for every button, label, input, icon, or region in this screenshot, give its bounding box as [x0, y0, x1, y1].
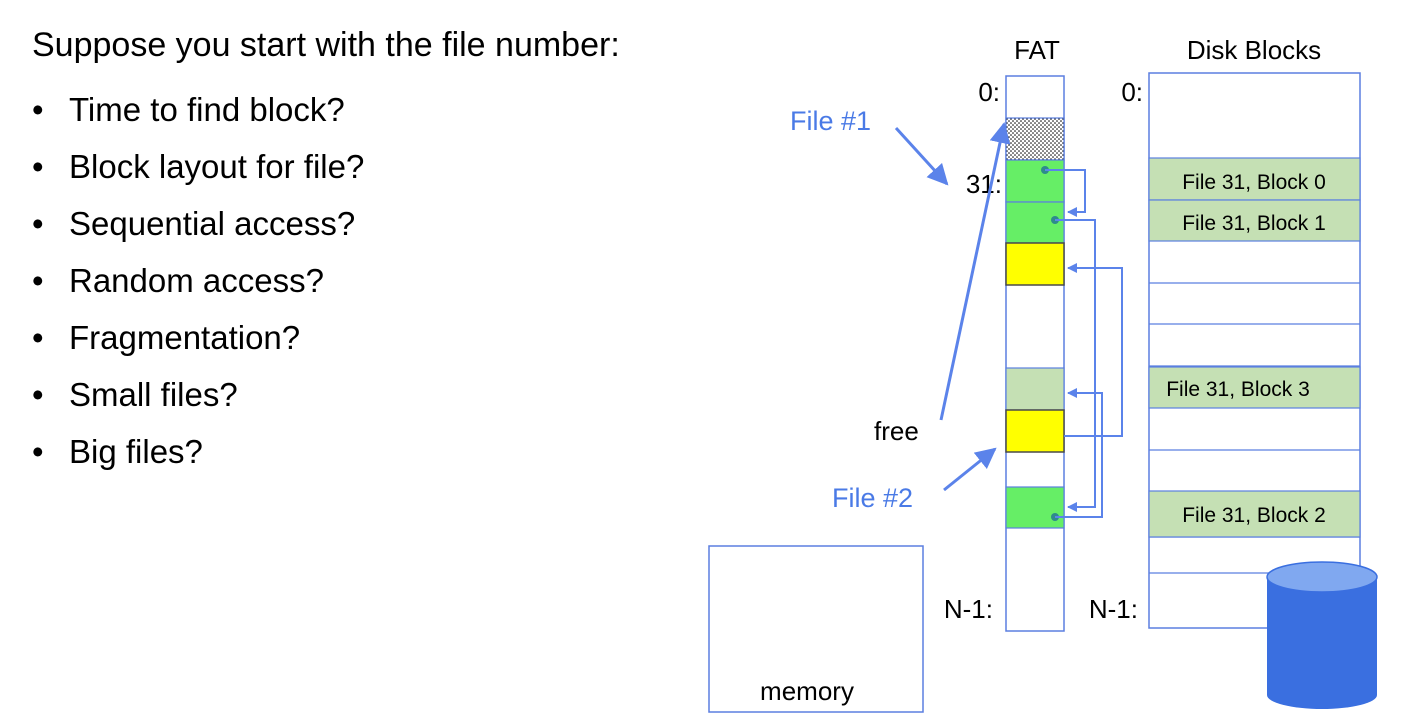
question-text: Small files? [69, 376, 238, 413]
list-item: • Time to find block? [32, 83, 364, 140]
file-1-arrow [894, 126, 949, 186]
disk-block-2 [1148, 490, 1361, 538]
fat-title: FAT [1014, 35, 1060, 65]
list-item: • Random access? [32, 254, 364, 311]
disk-cylinder-icon [1266, 561, 1378, 709]
disk-blocks-table [1148, 72, 1361, 629]
fat-entry [1005, 486, 1065, 529]
disk-block-0-label: File 31, Block 0 [1182, 171, 1326, 194]
question-text: Time to find block? [69, 91, 345, 128]
free-arrow [939, 121, 1011, 421]
bullet-icon: • [32, 319, 44, 356]
fat-row-31-label: 31: [966, 169, 1002, 199]
disk-row-last-label: N-1: [1089, 594, 1138, 624]
bullet-icon: • [32, 433, 44, 470]
fat-row-last-label: N-1: [944, 594, 993, 624]
question-text: Fragmentation? [69, 319, 301, 356]
file-2-arrow [943, 447, 997, 492]
list-item: • Small files? [32, 368, 364, 425]
fat-entry [1005, 367, 1065, 411]
file-1-label: File #1 [790, 106, 871, 136]
file-2-label: File #2 [832, 483, 913, 513]
question-text: Random access? [69, 262, 324, 299]
bullet-icon: • [32, 148, 44, 185]
disk-block-1-label: File 31, Block 1 [1182, 212, 1326, 235]
bullet-icon: • [32, 205, 44, 242]
bullet-icon: • [32, 91, 44, 128]
list-item: • Block layout for file? [32, 140, 364, 197]
memory-box [708, 545, 924, 713]
fat-entry-file2 [1005, 409, 1065, 453]
fat-row-0-label: 0: [978, 77, 1000, 107]
question-text: Sequential access? [69, 205, 356, 242]
free-label: free [874, 416, 919, 446]
fat-entry-free-pattern [1005, 117, 1065, 161]
fat-chain-file31 [1041, 166, 1103, 521]
list-item: • Fragmentation? [32, 311, 364, 368]
question-text: Big files? [69, 433, 203, 470]
memory-label: memory [760, 676, 854, 706]
disk-row-0-label: 0: [1121, 77, 1143, 107]
question-list: • Time to find block? • Block layout for f… [32, 83, 364, 482]
disk-block-1 [1148, 199, 1361, 242]
disk-block-3 [1148, 366, 1361, 409]
disk-block-3-label: File 31, Block 3 [1166, 378, 1310, 401]
fat-entry-file2 [1005, 242, 1065, 286]
disk-block-0 [1148, 157, 1361, 201]
question-text: Block layout for file? [69, 148, 365, 185]
fat-entry-31 [1005, 159, 1065, 203]
fat-chain-file2 [1064, 263, 1123, 437]
slide-heading: Suppose you start with the file number: [32, 26, 620, 64]
list-item: • Big files? [32, 425, 364, 482]
list-item: • Sequential access? [32, 197, 364, 254]
disk-blocks-title: Disk Blocks [1187, 35, 1321, 65]
bullet-icon: • [32, 262, 44, 299]
bullet-icon: • [32, 376, 44, 413]
disk-block-2-label: File 31, Block 2 [1182, 504, 1326, 527]
